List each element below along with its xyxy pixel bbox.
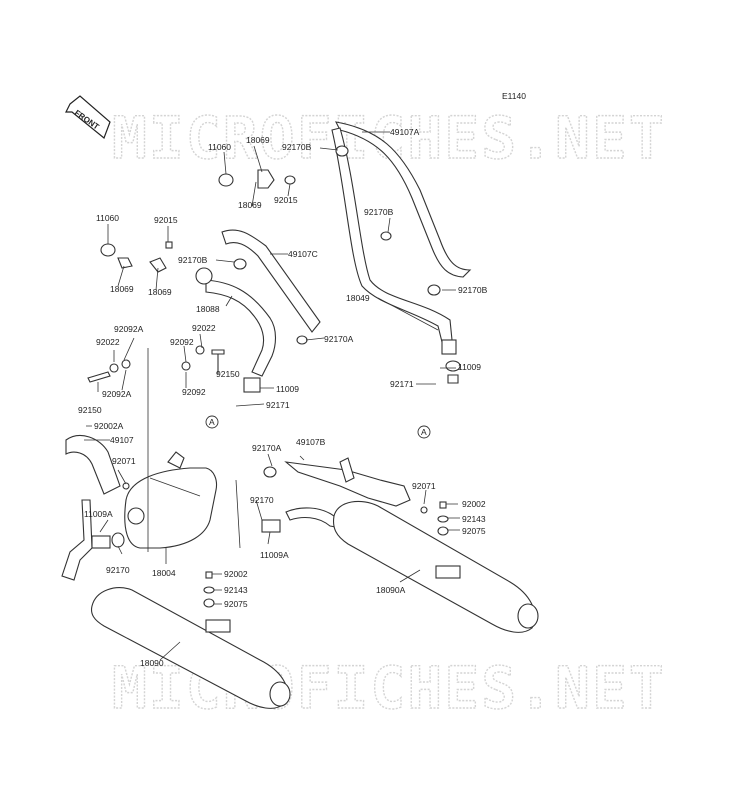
label-92002-mid: 92002 — [224, 569, 248, 579]
label-92022-mid: 92022 — [192, 323, 216, 333]
label-92002-right: 92002 — [462, 499, 486, 509]
label-18069-mid: 18069 — [148, 287, 172, 297]
label-92092A-top: 92092A — [114, 324, 144, 334]
label-18090A: 18090A — [376, 585, 406, 595]
label-92170B-mid: 92170B — [364, 207, 394, 217]
label-92022-left: 92022 — [96, 337, 120, 347]
label-11060-top: 11060 — [208, 142, 231, 152]
svg-text:A: A — [421, 427, 427, 437]
right-mount-hardware — [122, 482, 449, 608]
label-11009A-mid: 11009A — [260, 550, 289, 560]
label-49107B: 49107B — [296, 437, 326, 447]
label-92170-mid: 92170 — [250, 495, 274, 505]
svg-text:A: A — [209, 417, 215, 427]
label-18090: 18090 — [140, 658, 164, 668]
silencer-18090 — [90, 587, 291, 709]
label-18069-b: 18069 — [238, 200, 262, 210]
label-92171-right: 92171 — [390, 379, 414, 389]
label-92015-top: 92015 — [274, 195, 298, 205]
label-18049: 18049 — [346, 293, 370, 303]
label-92071-right: 92071 — [412, 481, 436, 491]
label-11009-mid: 11009 — [276, 384, 299, 394]
label-92075-right: 92075 — [462, 526, 486, 536]
right-heat-shield — [261, 457, 411, 533]
leader-lines — [84, 131, 460, 661]
reference-mark-a-1: A — [205, 415, 219, 429]
label-11060-left: 11060 — [96, 213, 119, 223]
label-92170A-mid: 92170A — [324, 334, 354, 344]
label-92171-mid: 92171 — [266, 400, 290, 410]
bolt-stacks — [87, 345, 225, 383]
label-11009-right: 11009 — [458, 362, 481, 372]
left-heat-shield — [61, 435, 125, 581]
label-92170-left: 92170 — [106, 565, 130, 575]
label-92092-bottom: 92092 — [182, 387, 206, 397]
label-92071-left: 92071 — [112, 456, 136, 466]
watermark-top: MICROFICHES.NET — [112, 104, 666, 172]
label-92015-left: 92015 — [154, 215, 178, 225]
label-92170B-top: 92170B — [282, 142, 312, 152]
label-92150-mid: 92150 — [216, 369, 240, 379]
label-11009A-left: 11009A — [84, 509, 113, 519]
label-92170B-right: 92170B — [458, 285, 488, 295]
label-92170B-left: 92170B — [178, 255, 208, 265]
front-head-pipe — [195, 229, 321, 393]
label-92002A: 92002A — [94, 421, 124, 431]
label-18004: 18004 — [152, 568, 176, 578]
label-92170A-lower: 92170A — [252, 443, 282, 453]
small-clamps-top — [100, 145, 441, 345]
label-92143-mid: 92143 — [224, 585, 248, 595]
front-arrow-icon: FRONT — [65, 95, 111, 139]
label-92075-mid: 92075 — [224, 599, 248, 609]
diagram-code: E1140 — [502, 91, 526, 101]
label-92150-left: 92150 — [78, 405, 102, 415]
label-92092A-bottom: 92092A — [102, 389, 132, 399]
label-92143-right: 92143 — [462, 514, 486, 524]
silencer-18090A — [332, 500, 539, 633]
muffler-18004 — [124, 451, 218, 549]
label-49107C: 49107C — [288, 249, 318, 259]
label-49107: 49107 — [110, 435, 134, 445]
label-18069-left: 18069 — [110, 284, 134, 294]
label-18069-top: 18069 — [246, 135, 270, 145]
label-18088: 18088 — [196, 304, 220, 314]
reference-mark-a-2: A — [417, 425, 431, 439]
part-labels: 11060 18069 92170B 49107A 18069 92015 11… — [78, 127, 488, 668]
label-92092-top: 92092 — [170, 337, 194, 347]
label-49107A: 49107A — [390, 127, 420, 137]
